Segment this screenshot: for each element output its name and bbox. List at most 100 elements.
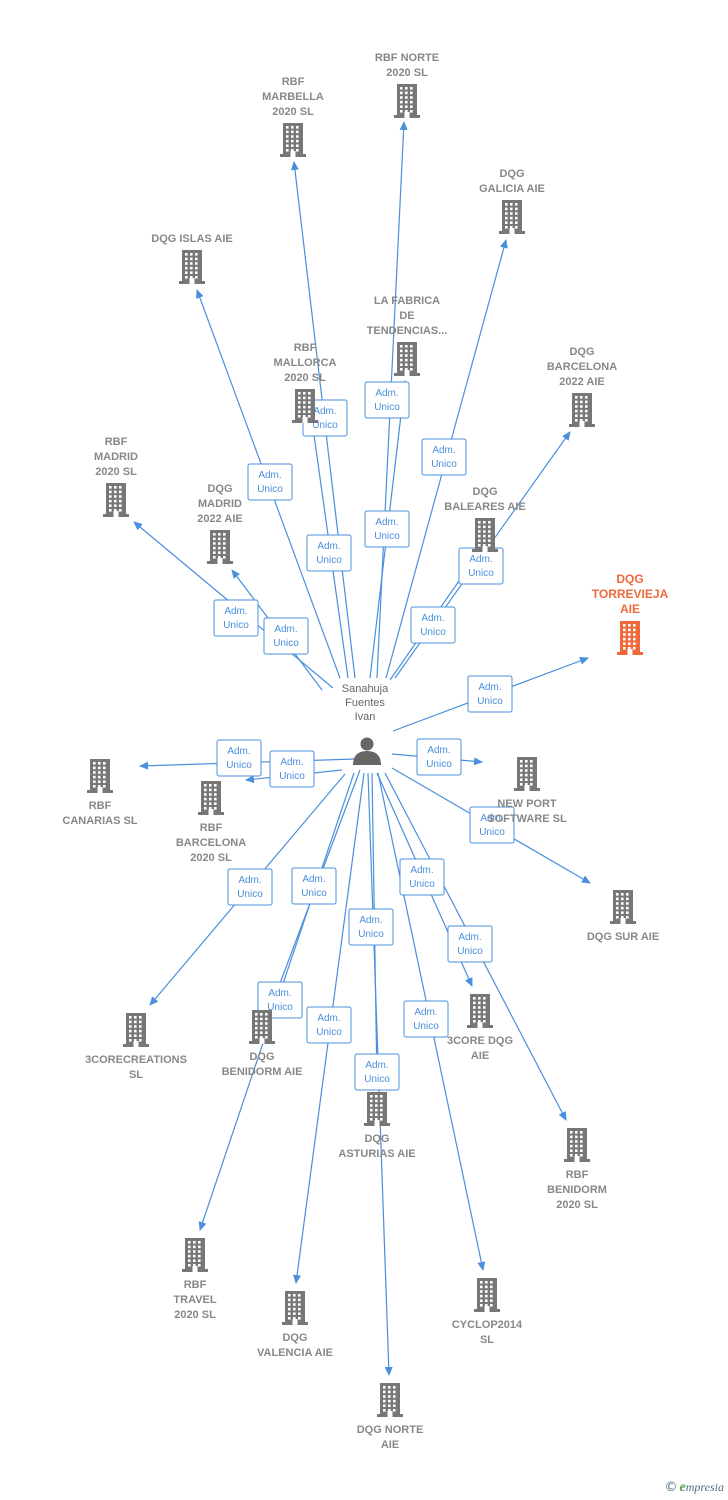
relation-label-rbf-canarias-sl[interactable]: Adm.Unico <box>216 739 262 777</box>
company-node-dqg-islas-aie[interactable]: DQG ISLAS AIE <box>151 233 233 284</box>
relation-label-cyclop2014-sl[interactable]: Adm.Unico <box>403 1000 449 1038</box>
company-label: DQG NORTE <box>357 1424 424 1436</box>
relation-label-text: Unico <box>477 696 503 707</box>
company-label: RBF <box>200 822 223 834</box>
relation-label-dqg-torrevieja-aie[interactable]: Adm. Unico <box>467 675 513 713</box>
company-label: CYCLOP2014 <box>452 1319 523 1331</box>
relation-label-rbf-travel-2020-sl[interactable]: Adm.Unico <box>291 867 337 905</box>
company-node-rbf-canarias-sl[interactable]: RBF CANARIAS SL <box>62 759 138 827</box>
company-label: GALICIA AIE <box>479 183 545 195</box>
relation-label-la-fabrica-de-tendencias[interactable]: Adm.Unico <box>364 381 410 419</box>
relation-label-text: Unico <box>413 1021 439 1032</box>
company-label: 2020 SL <box>95 466 137 478</box>
company-label: RBF <box>89 800 112 812</box>
relation-label-text: Adm. <box>478 682 501 693</box>
relation-label-dqg-madrid-2022-aie[interactable]: Adm.Unico <box>263 617 309 655</box>
company-label: ASTURIAS AIE <box>338 1148 415 1160</box>
relation-label-text: Unico <box>364 1074 390 1085</box>
relation-label-text: Adm. <box>238 875 261 886</box>
company-label: RBF <box>566 1169 589 1181</box>
relation-label-text: Adm. <box>432 445 455 456</box>
person-name: Ivan <box>355 711 376 723</box>
relation-label-text: Adm. <box>258 470 281 481</box>
relation-label-rbf-benidorm-2020-sl[interactable]: Adm.Unico <box>399 858 445 896</box>
relation-label-text: Adm. <box>480 813 503 824</box>
relation-label-text: Adm. <box>313 406 336 417</box>
brand-logo-e: e <box>679 1480 686 1495</box>
relation-label-3core-dqg-aie[interactable]: Adm.Unico <box>447 925 493 963</box>
company-label: MALLORCA <box>274 357 337 369</box>
relation-label-text: Adm. <box>375 517 398 528</box>
relation-label-text: Unico <box>431 459 457 470</box>
building-icon <box>364 1092 390 1126</box>
relation-label-text: Unico <box>468 568 494 579</box>
relation-label-text: Adm. <box>302 874 325 885</box>
relation-label-dqg-asturias-aie[interactable]: Adm.Unico <box>354 1053 400 1091</box>
company-label: SL <box>129 1069 143 1081</box>
relation-label-rbf-madrid-2020-sl[interactable]: Adm.Unico <box>213 599 259 637</box>
footer-brand[interactable]: ©empresia <box>665 1480 724 1496</box>
company-label: TORREVIEJA <box>592 587 669 601</box>
company-label: 2020 SL <box>556 1199 598 1211</box>
relation-label-text: Unico <box>267 1002 293 1013</box>
building-icon <box>280 123 306 157</box>
company-label: BENIDORM AIE <box>222 1066 303 1078</box>
relation-label-dqg-sur-aie[interactable]: Adm.Unico <box>469 806 515 844</box>
company-node-dqg-sur-aie[interactable]: DQG SUR AIE <box>587 890 659 943</box>
relation-label-dqg-baleares-aie[interactable]: Adm.Unico <box>410 606 456 644</box>
company-label: TRAVEL <box>173 1294 216 1306</box>
company-node-3corecreations-sl[interactable]: 3CORECREATIONS SL <box>85 1013 187 1081</box>
company-label: 3CORECREATIONS <box>85 1054 187 1066</box>
company-label: BALEARES AIE <box>444 501 526 513</box>
company-label: RBF <box>184 1279 207 1291</box>
relation-label-rbf-marbella-2020-sl[interactable]: Adm.Unico <box>306 534 352 572</box>
relation-label-text: Unico <box>426 759 452 770</box>
company-label: 2020 SL <box>174 1309 216 1321</box>
building-icon <box>617 621 643 655</box>
building-icon <box>103 483 129 517</box>
relation-label-dqg-benidorm-aie[interactable]: Adm.Unico <box>257 981 303 1019</box>
relation-label-rbf-norte-2020-sl[interactable]: Adm.Unico <box>364 510 410 548</box>
relation-label-3corecreations-sl[interactable]: Adm.Unico <box>227 868 273 906</box>
relation-label-dqg-galicia-aie[interactable]: Adm. Unico <box>421 438 467 476</box>
relation-label-text: Adm. <box>375 388 398 399</box>
company-label: 2020 SL <box>272 106 314 118</box>
relation-label-rbf-barcelona-2020-sl[interactable]: Adm.Unico <box>269 750 315 788</box>
relation-label-text: Adm. <box>427 745 450 756</box>
relation-label-dqg-norte-aie[interactable]: Adm.Unico <box>348 908 394 946</box>
relation-label-dqg-islas-aie[interactable]: Adm.Unico <box>247 463 293 501</box>
relation-label-text: Adm. <box>317 1013 340 1024</box>
relation-label-text: Unico <box>358 929 384 940</box>
company-label: DQG <box>282 1332 307 1344</box>
relation-label-dqg-valencia-aie[interactable]: Adm.Unico <box>306 1006 352 1044</box>
building-icon <box>472 518 498 552</box>
company-label: 2022 AIE <box>197 513 242 525</box>
company-node-rbf-travel-2020-sl[interactable]: RBF TRAVEL 2020 SL <box>173 1238 217 1321</box>
building-icon <box>377 1383 403 1417</box>
relation-label-dqg-barcelona-2022-aie[interactable]: Adm.Unico <box>458 547 504 585</box>
company-node-la-fabrica-de-tendencias[interactable]: LA FABRICADETENDENCIAS... <box>367 295 448 376</box>
company-label: CANARIAS SL <box>62 815 137 827</box>
company-label: DQG <box>569 346 594 358</box>
relation-label-text: Unico <box>226 760 252 771</box>
relation-label-new-port-software-sl[interactable]: Adm. Unico <box>416 738 462 776</box>
